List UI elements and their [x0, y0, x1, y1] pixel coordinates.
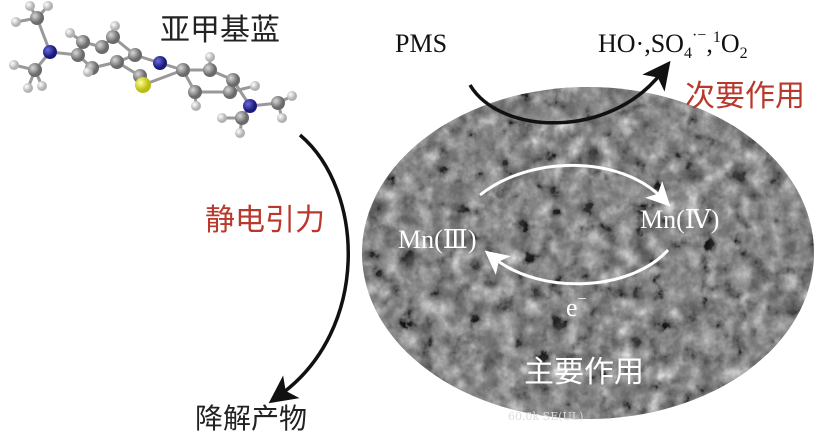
hydrogen-atom [23, 83, 33, 93]
hydrogen-atom [110, 21, 120, 31]
sem-label: 60.0k SE(UL) [508, 410, 583, 423]
carbon-atom [95, 40, 109, 54]
secondary-effect-label: 次要作用 [685, 79, 805, 114]
mn4-to-mn3-arrow [484, 248, 670, 286]
carbon-atom [106, 30, 120, 44]
sulfur-atom [135, 77, 151, 93]
hydrogen-atom [191, 101, 201, 111]
hydrogen-atom [9, 60, 19, 70]
hydrogen-atom [217, 113, 227, 123]
hydrogen-atom [83, 67, 93, 77]
carbon-atom [271, 96, 285, 110]
hydrogen-atom [205, 52, 215, 62]
hydrogen-atom [250, 81, 260, 91]
carbon-atom [188, 85, 202, 99]
hydrogen-atom [65, 28, 75, 38]
carbon-atom [203, 63, 217, 77]
nitrogen-atom [153, 56, 167, 70]
mn4-label: Mn(Ⅳ) [640, 205, 719, 234]
carbon-atom [76, 35, 90, 49]
methylene-blue-molecule [9, 1, 297, 138]
hydrogen-atom [25, 1, 35, 11]
carbon-atom [28, 63, 42, 77]
carbon-atom [128, 48, 142, 62]
hydrogen-atom [43, 1, 53, 11]
hydrogen-atom [37, 81, 47, 91]
molecule-name: 亚甲基蓝 [160, 13, 280, 48]
mn3-label: Mn(Ⅲ) [398, 225, 477, 254]
hydrogen-atom [277, 113, 287, 123]
carbon-atom [71, 48, 85, 62]
electron-label: e− [566, 291, 587, 322]
electrostatic-attraction-label: 静电引力 [205, 203, 325, 238]
carbon-atom [110, 55, 124, 69]
carbon-atom [223, 85, 237, 99]
mn3-to-mn4-arrow [479, 163, 671, 207]
pms-activation-arrow [468, 60, 671, 125]
radical-species: HO·,SO4·−,1O2 [598, 27, 748, 62]
degradation-products-label: 降解产物 [195, 402, 307, 435]
nitrogen-atom [243, 99, 257, 113]
nitrogen-atom [43, 45, 57, 59]
carbon-atom [30, 11, 44, 25]
carbon-atom [235, 111, 249, 125]
hydrogen-atom [287, 91, 297, 101]
carbon-atom [226, 73, 240, 87]
electrostatic-arrow [268, 133, 351, 404]
sem-image: 60.0k SE(UL) [362, 87, 814, 423]
hydrogen-atom [11, 17, 21, 27]
primary-effect-label: 主要作用 [524, 355, 644, 390]
hydrogen-atom [235, 128, 245, 138]
carbon-atom [176, 63, 190, 77]
oxidant-label: PMS [395, 29, 447, 58]
